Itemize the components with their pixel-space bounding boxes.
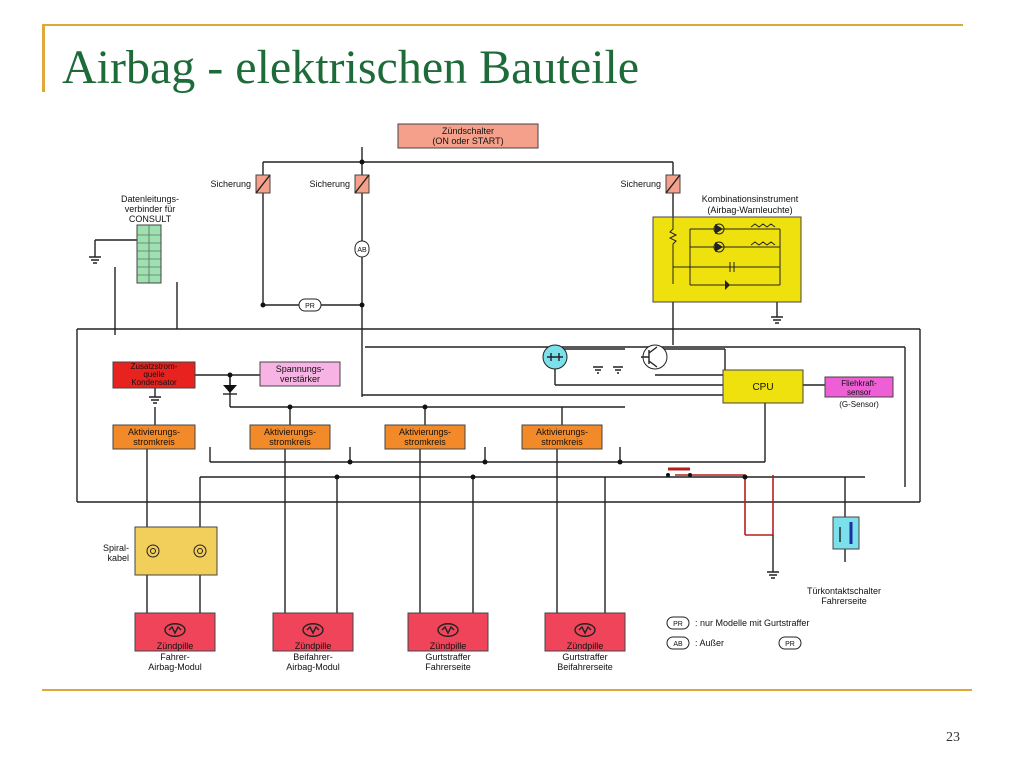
svg-text:Fahrerseite: Fahrerseite bbox=[425, 662, 471, 672]
activation-circuit-1: Aktivierungs- stromkreis bbox=[112, 424, 196, 450]
footer-rule bbox=[42, 689, 972, 691]
legend-ab-text: : Außer bbox=[695, 638, 724, 648]
spiral-cable: Spiral- kabel bbox=[103, 526, 218, 576]
title-accent-left-bar bbox=[42, 24, 45, 92]
consult-connector: Datenleitungs- verbinder für CONSULT bbox=[121, 194, 179, 284]
page-number: 23 bbox=[946, 730, 960, 745]
svg-text:Gurtstraffer: Gurtstraffer bbox=[562, 652, 607, 662]
airbag-circuit-diagram: Zündschalter (ON oder START) Sicherung S… bbox=[76, 123, 921, 672]
instrument-cluster: Kombinationsinstrument (Airbag-Warnleuch… bbox=[652, 194, 802, 303]
aux-power-capacitor: Zusatzstrom- quelle Kondensator bbox=[112, 361, 196, 389]
activation-circuit-2: Aktivierungs- stromkreis bbox=[249, 424, 331, 450]
svg-text:quelle: quelle bbox=[143, 370, 165, 379]
svg-text:Aktivierungs-: Aktivierungs- bbox=[264, 427, 316, 437]
consult-line1: Datenleitungs- bbox=[121, 194, 179, 204]
ignition-switch-line1: Zündschalter bbox=[442, 126, 494, 136]
svg-text:PR: PR bbox=[785, 641, 795, 648]
crash-sensor-element bbox=[542, 344, 568, 370]
svg-text:verstärker: verstärker bbox=[280, 374, 320, 384]
diode bbox=[223, 385, 237, 395]
cluster-line1: Kombinationsinstrument bbox=[702, 194, 799, 204]
svg-text:Zündpille: Zündpille bbox=[295, 641, 332, 651]
svg-text:Spiral-: Spiral- bbox=[103, 543, 129, 553]
svg-text:Zündpille: Zündpille bbox=[567, 641, 604, 651]
pr-badge: PR bbox=[298, 298, 322, 312]
svg-text:Beifahrerseite: Beifahrerseite bbox=[557, 662, 613, 672]
door-contact-switch: Türkontaktschalter Fahrerseite bbox=[807, 516, 881, 606]
legend: PR : nur Modelle mit Gurtstraffer AB : A… bbox=[666, 616, 809, 650]
junction-dots bbox=[227, 159, 748, 480]
svg-text:Airbag-Modul: Airbag-Modul bbox=[286, 662, 340, 672]
svg-text:Fahrer-: Fahrer- bbox=[160, 652, 190, 662]
svg-text:Gurtstraffer: Gurtstraffer bbox=[425, 652, 470, 662]
door-contact bbox=[666, 467, 692, 477]
fuse-3: Sicherung bbox=[620, 174, 681, 194]
squib-4: Zündpille Gurtstraffer Beifahrerseite bbox=[544, 612, 626, 672]
svg-text:Airbag-Modul: Airbag-Modul bbox=[148, 662, 202, 672]
svg-text:Aktivierungs-: Aktivierungs- bbox=[128, 427, 180, 437]
svg-text:Beifahrer-: Beifahrer- bbox=[293, 652, 333, 662]
fuse-1-label: Sicherung bbox=[210, 179, 251, 189]
svg-text:Türkontaktschalter: Türkontaktschalter bbox=[807, 586, 881, 596]
fuse-1: Sicherung bbox=[210, 174, 271, 194]
ground-symbols bbox=[89, 256, 783, 579]
legend-pr-text: : nur Modelle mit Gurtstraffer bbox=[695, 618, 809, 628]
svg-text:stromkreis: stromkreis bbox=[541, 437, 583, 447]
cpu: CPU bbox=[722, 369, 804, 404]
svg-text:Fliehkraft-: Fliehkraft- bbox=[841, 379, 877, 388]
squib-2: Zündpille Beifahrer- Airbag-Modul bbox=[272, 612, 354, 672]
svg-text:stromkreis: stromkreis bbox=[269, 437, 311, 447]
fuse-2-label: Sicherung bbox=[309, 179, 350, 189]
svg-text:Zündpille: Zündpille bbox=[157, 641, 194, 651]
squib-1: Zündpille Fahrer- Airbag-Modul bbox=[134, 612, 216, 672]
ignition-switch-line2: (ON oder START) bbox=[432, 136, 503, 146]
svg-text:stromkreis: stromkreis bbox=[133, 437, 175, 447]
slide-title: Airbag - elektrischen Bauteile bbox=[62, 41, 640, 94]
ab-badge: AB bbox=[354, 240, 370, 258]
ignition-switch: Zündschalter (ON oder START) bbox=[397, 123, 539, 149]
svg-text:Zündpille: Zündpille bbox=[430, 641, 467, 651]
fuse-2: Sicherung bbox=[309, 174, 370, 194]
svg-text:PR: PR bbox=[673, 621, 683, 628]
svg-text:Aktivierungs-: Aktivierungs- bbox=[399, 427, 451, 437]
svg-text:AB: AB bbox=[673, 641, 683, 648]
svg-text:(G-Sensor): (G-Sensor) bbox=[839, 400, 879, 409]
transistor bbox=[641, 344, 668, 370]
consult-line2: verbinder für bbox=[125, 204, 176, 214]
title-accent-top-line bbox=[42, 24, 963, 26]
activation-circuit-3: Aktivierungs- stromkreis bbox=[384, 424, 466, 450]
svg-text:AB: AB bbox=[357, 247, 367, 254]
fuse-3-label: Sicherung bbox=[620, 179, 661, 189]
svg-text:Fahrerseite: Fahrerseite bbox=[821, 596, 867, 606]
svg-text:sensor: sensor bbox=[847, 388, 871, 397]
svg-text:Spannungs-: Spannungs- bbox=[276, 364, 325, 374]
svg-text:Kondensator: Kondensator bbox=[131, 378, 177, 387]
svg-text:PR: PR bbox=[305, 303, 315, 310]
wiring bbox=[76, 147, 921, 617]
svg-text:Aktivierungs-: Aktivierungs- bbox=[536, 427, 588, 437]
svg-text:Zusatzstrom-: Zusatzstrom- bbox=[131, 362, 178, 371]
svg-text:CPU: CPU bbox=[752, 382, 773, 393]
consult-line3: CONSULT bbox=[129, 214, 172, 224]
squib-3: Zündpille Gurtstraffer Fahrerseite bbox=[407, 612, 489, 672]
g-sensor: Fliehkraft- sensor (G-Sensor) bbox=[824, 376, 894, 409]
cluster-line2: (Airbag-Warnleuchte) bbox=[707, 205, 792, 215]
svg-text:kabel: kabel bbox=[107, 553, 129, 563]
activation-circuit-4: Aktivierungs- stromkreis bbox=[521, 424, 603, 450]
svg-text:stromkreis: stromkreis bbox=[404, 437, 446, 447]
voltage-amplifier: Spannungs- verstärker bbox=[259, 361, 341, 387]
